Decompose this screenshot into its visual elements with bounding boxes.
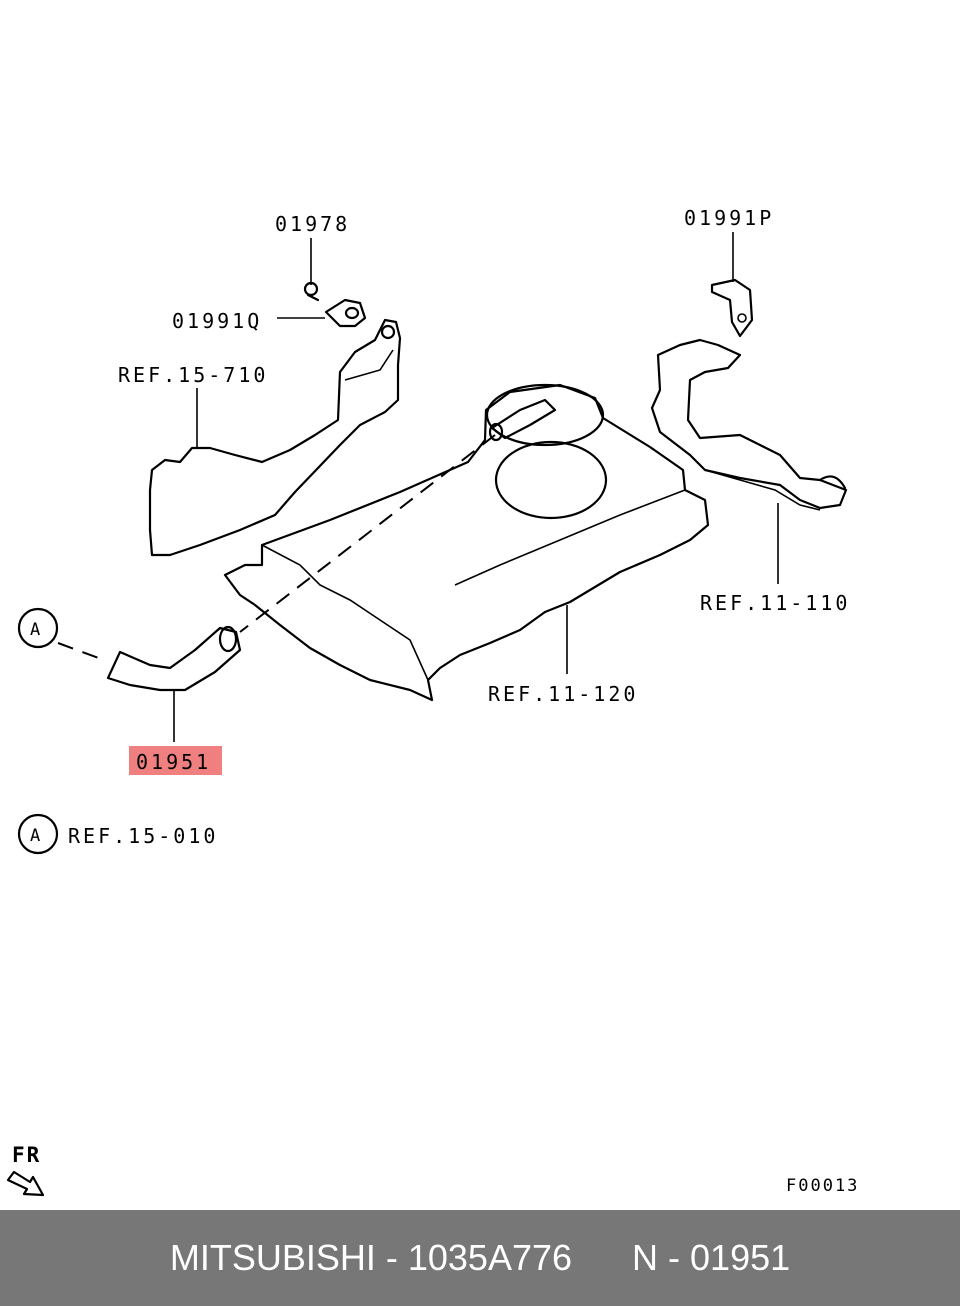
air-cleaner-housing bbox=[223, 383, 710, 702]
duct-ref-11-110 bbox=[650, 338, 848, 510]
footer-bar: MITSUBISHI - 1035A776 N - 01951 bbox=[0, 1210, 960, 1306]
footer-part-number: 1035A776 bbox=[407, 1237, 573, 1278]
circle-a-marker bbox=[17, 607, 59, 649]
intake-duct bbox=[148, 318, 402, 557]
callout-ref-11-110: REF.11-110 bbox=[700, 591, 850, 615]
legend-circle-a bbox=[17, 813, 59, 855]
callout-01991q: 01991Q bbox=[172, 309, 262, 333]
figure-code: F00013 bbox=[786, 1176, 859, 1196]
callout-ref-15-710: REF.15-710 bbox=[118, 363, 268, 387]
hose-01951 bbox=[106, 626, 242, 692]
parts-diagram: 01978 01991Q 01991P REF.15-710 REF.11-11… bbox=[6, 206, 859, 1197]
legend-circle-a-letter: A bbox=[30, 826, 42, 846]
legend-ref-15-010: REF.15-010 bbox=[68, 824, 218, 848]
callout-01951: 01951 bbox=[136, 750, 211, 774]
footer-gap bbox=[572, 1237, 632, 1279]
footer-brand: MITSUBISHI bbox=[169, 1237, 376, 1278]
callout-01978: 01978 bbox=[275, 212, 350, 236]
footer-separator: - bbox=[375, 1237, 408, 1278]
filter-cap-round bbox=[494, 440, 608, 520]
callout-01991p: 01991P bbox=[684, 206, 774, 230]
clamp-01991q bbox=[324, 298, 367, 328]
fr-label: FR bbox=[12, 1143, 41, 1167]
highlight-01951 bbox=[129, 746, 222, 775]
breather-nozzle bbox=[488, 398, 557, 442]
circle-a-dash bbox=[57, 642, 105, 661]
bolt-01978 bbox=[303, 281, 320, 302]
centerline-dash bbox=[239, 434, 496, 633]
callout-ref-11-120: REF.11-120 bbox=[488, 682, 638, 706]
fr-arrow-icon bbox=[6, 1170, 45, 1197]
filter-cap-top bbox=[485, 383, 605, 447]
circle-a-letter: A bbox=[30, 620, 42, 640]
bracket-01991p bbox=[710, 278, 754, 338]
footer-ref: N - 01951 bbox=[632, 1237, 791, 1278]
